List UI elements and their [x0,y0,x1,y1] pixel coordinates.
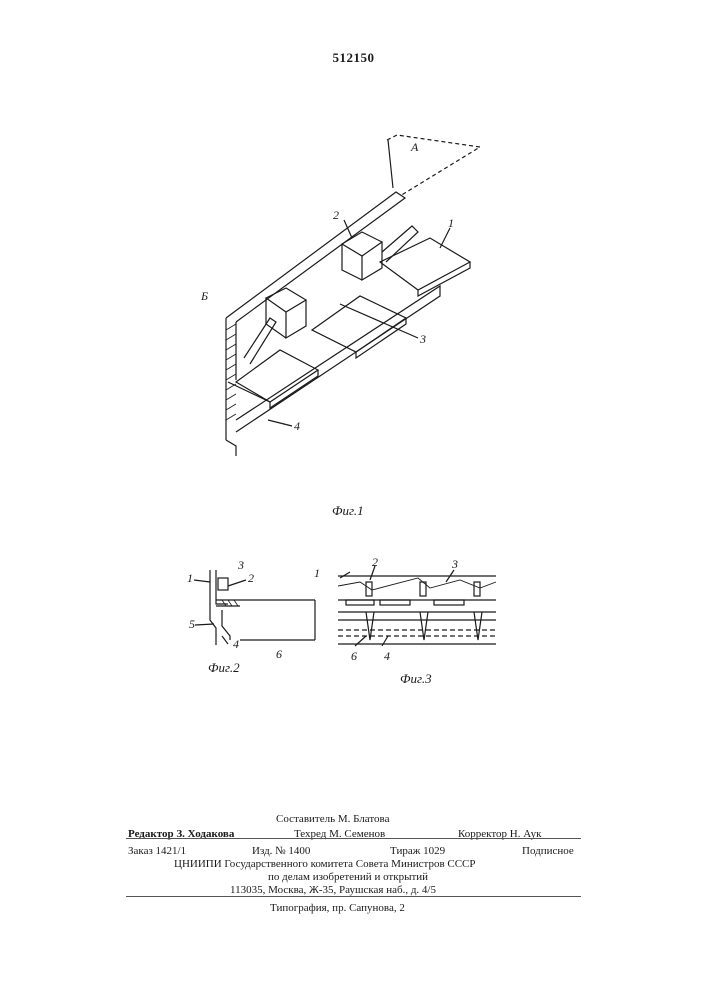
fig1-caption: Фиг.1 [332,503,364,518]
fig1-label-b: Б [200,289,208,303]
colophon-subscription: Подписное [522,844,574,858]
bracket-2-lower [266,288,306,312]
fig2-caption: Фиг.2 [208,660,240,675]
fig2-label-3: 3 [237,558,244,572]
fig3-label-3: 3 [451,557,458,571]
section-a-line [388,140,393,188]
colophon-issue: Изд. № 1400 [252,844,310,858]
colophon-org-line2: по делам изобретений и открытий [268,870,428,884]
fig3-label-1: 1 [314,566,320,580]
wall-hatching [226,324,236,420]
colophon-org-line1: ЦНИИПИ Государственного комитета Совета … [174,857,476,871]
fig2-label-2: 2 [248,571,254,585]
fig1-label-a: А [410,140,419,154]
shelf-board-3 [312,296,406,352]
colophon-circulation: Тираж 1029 [390,844,445,858]
fig1-label-1: 1 [448,216,454,230]
fig3-caption: Фиг.3 [400,671,432,686]
shelf-board-1 [380,238,470,290]
fig3-label-6: 6 [351,649,357,663]
figure-3-drawing [338,566,496,646]
back-wall-plate [226,192,405,322]
figure-2-drawing [194,570,315,645]
colophon-printer: Типография, пр. Сапунова, 2 [270,901,405,915]
fig3-label-4: 4 [384,649,390,663]
fig2-label-6: 6 [276,647,282,661]
fig2-label-1: 1 [187,571,193,585]
shelf-board-lower [236,350,318,402]
colophon-divider [126,838,581,839]
fig1-label-3: 3 [419,332,426,346]
fig1-label-2: 2 [333,208,339,222]
fig2-label-4: 4 [233,637,239,651]
colophon-order: Заказ 1421/1 [128,844,186,858]
colophon-divider-2 [126,896,581,897]
colophon-address: 113035, Москва, Ж-35, Раушская наб., д. … [230,883,436,897]
fig1-label-4: 4 [294,419,300,433]
section-a-outline [387,135,480,196]
bracket-2-upper [342,232,382,256]
fig3-label-2: 2 [372,555,378,569]
colophon-compiler: Составитель М. Блатова [276,812,389,826]
fig2-label-5: 5 [189,617,195,631]
